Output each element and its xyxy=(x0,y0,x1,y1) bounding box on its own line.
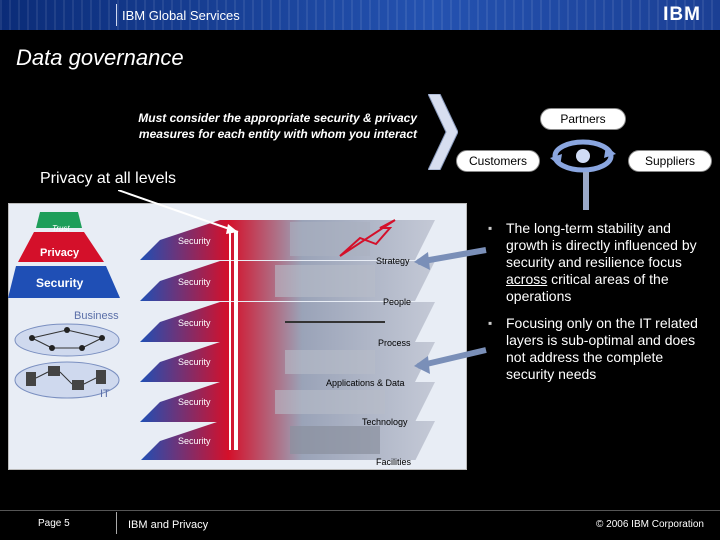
bullet-text: critical areas of the operations xyxy=(506,271,669,304)
layer-strategy-shape xyxy=(140,220,435,260)
business-label: Business xyxy=(74,310,119,322)
bullet-underlined-text: across xyxy=(506,271,548,287)
page-number: Page 5 xyxy=(38,518,70,529)
consideration-note: Must consider the appropriate security &… xyxy=(138,111,417,141)
security-pyramid-label: Security xyxy=(36,276,84,290)
cycle-arrows-icon xyxy=(550,139,616,173)
header-bar xyxy=(0,0,720,30)
callout-arrows xyxy=(118,190,487,374)
header-separator xyxy=(116,4,117,26)
layer-security-label: Security xyxy=(178,277,211,287)
privacy-pyramid-label: Privacy xyxy=(40,247,80,259)
layer-process-shape xyxy=(140,302,435,342)
footer-separator xyxy=(116,512,117,534)
header-pattern xyxy=(0,0,720,30)
bullet-text: The long-term stability and growth is di… xyxy=(506,220,697,270)
privacy-label: Privacy at all levels xyxy=(40,170,177,187)
suppliers-pill: Suppliers xyxy=(628,150,712,172)
layer-people-label: People xyxy=(383,297,412,307)
trust-label: Trust xyxy=(52,224,70,233)
layer-facilities-shape xyxy=(141,421,435,460)
header-title: IBM Global Services xyxy=(122,8,240,23)
layer-technology-shape xyxy=(140,382,435,422)
trust-pyramid xyxy=(8,212,120,298)
copyright: © 2006 IBM Corporation xyxy=(596,519,704,530)
bullet-text: Focusing only on the IT related layers i… xyxy=(506,315,698,382)
connector-line xyxy=(583,172,589,210)
ibm-logo: IBM xyxy=(660,5,704,25)
footer-title: IBM and Privacy xyxy=(128,519,209,531)
bullet-list: The long-term stability and growth is di… xyxy=(488,220,708,393)
business-network-icon xyxy=(14,323,120,357)
layers-stack xyxy=(140,219,435,460)
layer-process-label: Process xyxy=(378,338,411,348)
it-label: IT xyxy=(100,388,110,400)
slide-title: Data governance xyxy=(16,45,184,70)
layer-apps-label: Applications & Data xyxy=(326,378,405,388)
layer-security-label: Security xyxy=(178,357,211,367)
layer-strategy-label: Strategy xyxy=(376,256,410,266)
chevron-arrow-icon xyxy=(428,94,458,170)
layer-technology-label: Technology xyxy=(362,417,408,427)
bullet-item: Focusing only on the IT related layers i… xyxy=(488,315,708,383)
footer-divider xyxy=(0,510,720,511)
layer-facilities-label: Facilities xyxy=(376,457,412,467)
layer-security-label: Security xyxy=(178,397,211,407)
bullet-item: The long-term stability and growth is di… xyxy=(488,220,708,305)
layer-security-label: Security xyxy=(178,236,211,246)
layer-apps-shape xyxy=(140,342,435,382)
customers-pill: Customers xyxy=(456,150,540,172)
partners-pill: Partners xyxy=(540,108,626,130)
it-network-icon xyxy=(14,361,120,399)
layer-security-label: Security xyxy=(178,436,211,446)
layer-security-label: Security xyxy=(178,318,211,328)
layer-people-shape xyxy=(140,261,435,301)
